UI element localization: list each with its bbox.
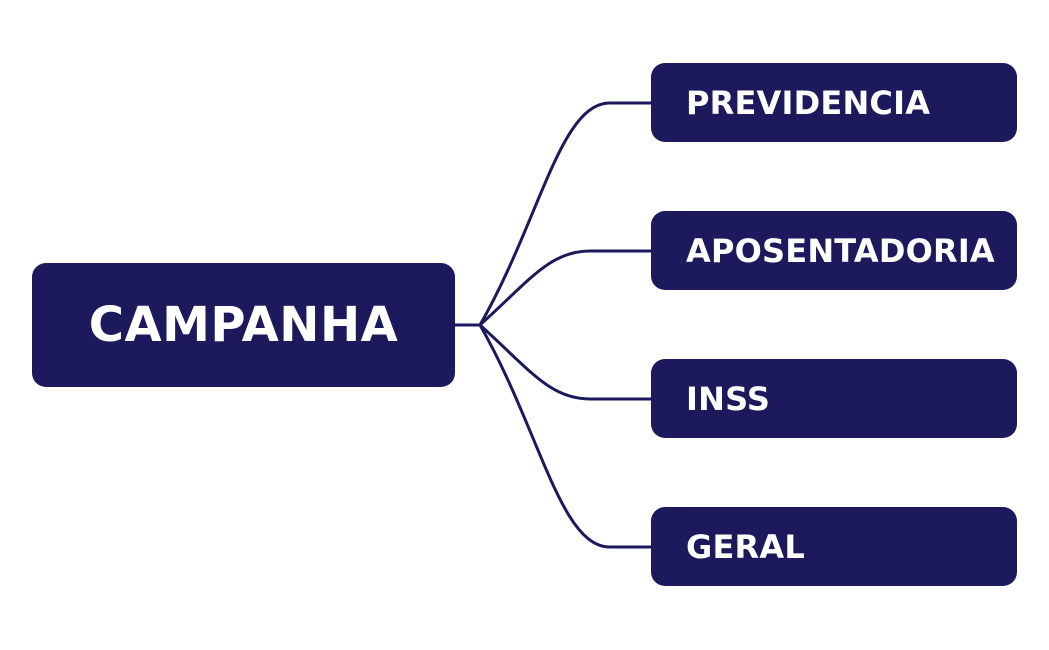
child-node-inss[interactable]: INSS	[651, 359, 1017, 438]
root-node[interactable]: CAMPANHA	[32, 263, 455, 387]
child-node-label: APOSENTADORIA	[686, 231, 995, 270]
root-node-label: CAMPANHA	[88, 297, 399, 353]
connector-previdencia	[478, 101, 651, 326]
child-node-label: GERAL	[686, 527, 805, 566]
child-node-previdencia[interactable]: PREVIDENCIA	[651, 63, 1017, 142]
child-node-aposentadoria[interactable]: APOSENTADORIA	[651, 211, 1017, 290]
connector-aposentadoria	[478, 249, 651, 327]
child-node-geral[interactable]: GERAL	[651, 507, 1017, 586]
connector-inss	[478, 323, 651, 401]
child-node-label: PREVIDENCIA	[686, 83, 931, 122]
child-node-label: INSS	[686, 379, 771, 418]
connector-geral	[478, 324, 651, 549]
